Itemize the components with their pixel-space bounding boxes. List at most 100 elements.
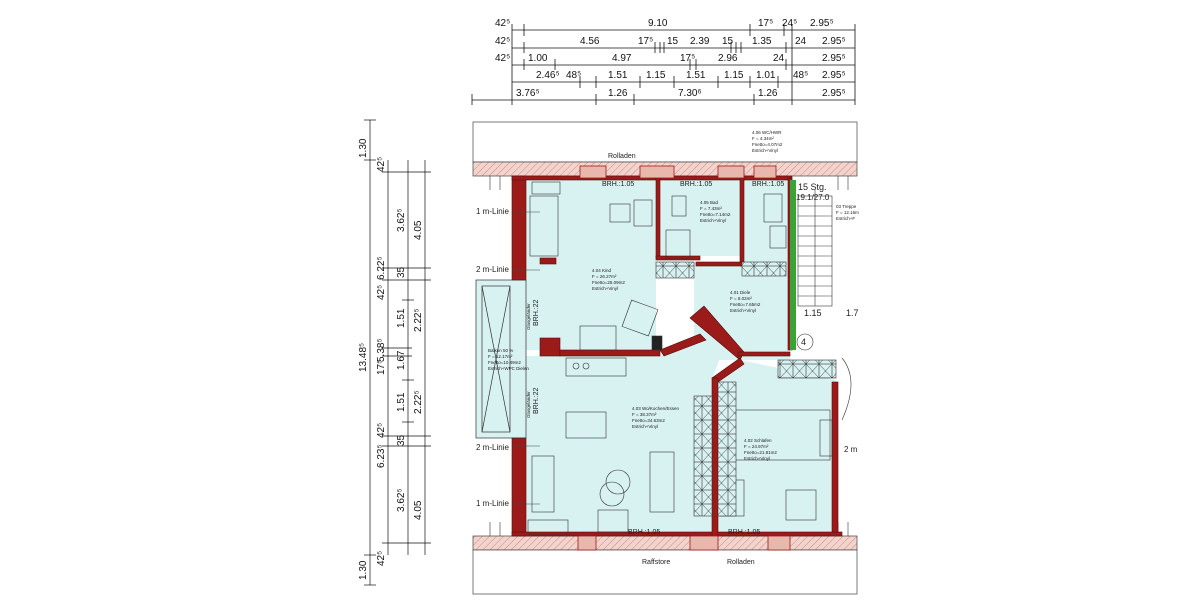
dim-label: 6.23⁵	[376, 444, 387, 468]
svg-text:Estrich+Vinyl: Estrich+Vinyl	[752, 148, 778, 153]
brh-label: BRH.:1.05	[680, 181, 712, 188]
room-label-bad: 4.05 Bad F = 7.43m² Fnetto=7.14m2 Estric…	[700, 200, 731, 223]
svg-text:Estrich+Vinyl: Estrich+Vinyl	[592, 286, 618, 291]
room-label-diele: 4.01 Diele F = 8.02m² Fnetto=7.65m2 Estr…	[730, 290, 761, 313]
svg-text:Balkon 50 %: Balkon 50 %	[488, 348, 513, 353]
svg-text:Fnetto=10.89m2: Fnetto=10.89m2	[488, 360, 521, 365]
dim-label: 2.22⁵	[413, 308, 424, 332]
annotations: Rolladen Raffstore Rolladen BRH.:1.05 BR…	[526, 153, 859, 566]
left-dimension-chains	[364, 119, 431, 586]
brh-balkon-label: BRH.:22	[533, 387, 540, 414]
dim-label: 2.95⁵	[822, 36, 846, 47]
dim-label: 1.30	[358, 138, 369, 158]
svg-text:4.03 Wo/Kochen/Essen: 4.03 Wo/Kochen/Essen	[632, 406, 679, 411]
left-dimension-labels: 1.30 13.48⁵ 1.30 42⁵ 6.22⁵ 42⁵ 17⁵ 5.38⁵…	[358, 138, 424, 580]
svg-text:4.01 Diele: 4.01 Diele	[730, 290, 751, 295]
balcony	[475, 279, 527, 439]
two-meter-line-label: 2 m-Linie	[476, 443, 509, 452]
dim-label: 42⁵	[495, 36, 510, 47]
dim-label: 1.35	[752, 36, 772, 47]
dim-label: 42⁵	[495, 18, 510, 29]
two-meter-line-label: 2 m	[844, 445, 858, 454]
room-label-wohnen: 4.03 Wo/Kochen/Essen F = 38.37m² Fnetto=…	[632, 406, 679, 429]
dim-label: 17⁵	[758, 18, 773, 29]
dim-label: 4.97	[612, 53, 632, 64]
stair-wall	[790, 180, 796, 350]
dim-label: 17⁵	[638, 36, 653, 47]
dim-label: 2.22⁵	[413, 390, 424, 414]
svg-text:Fnetto=7.65m2: Fnetto=7.65m2	[730, 302, 761, 307]
svg-text:Fnetto=34.63m2: Fnetto=34.63m2	[632, 418, 665, 423]
windows	[577, 165, 791, 551]
dim-label: 1.15	[646, 70, 666, 81]
svg-text:F = 26.27m²: F = 26.27m²	[592, 274, 617, 279]
dim-label: 6.22⁵	[376, 256, 387, 280]
svg-text:F = 12.17m²: F = 12.17m²	[488, 354, 513, 359]
svg-text:Fnetto=25.09m2: Fnetto=25.09m2	[592, 280, 625, 285]
axis-marker: 4	[801, 337, 806, 347]
dim-label: 35	[396, 266, 407, 278]
one-meter-line-label: 1 m-Linie	[476, 499, 509, 508]
room-label-kind: 4.04 Kind F = 26.27m² Fnetto=25.09m2 Est…	[592, 268, 625, 291]
dim-label: 1.30	[358, 560, 369, 580]
dim-label: 1.26	[758, 88, 778, 99]
dim-label: 1.01	[756, 70, 776, 81]
room-diele	[694, 262, 790, 360]
brh-label: BRH.:1.05	[752, 181, 784, 188]
room-label-balkon: Balkon 50 % F = 12.17m² Fnetto=10.89m2 E…	[488, 348, 529, 371]
room-schlafen	[716, 360, 836, 536]
raffstore-label: Raffstore	[642, 559, 670, 566]
glasgelaender-label: Glasgeländer	[526, 391, 531, 418]
dim-label: 1.51	[608, 70, 628, 81]
cabinets	[655, 261, 837, 517]
dim-label: 7.30⁶	[678, 88, 702, 99]
svg-text:F = 7.43m²: F = 7.43m²	[700, 206, 722, 211]
svg-text:Estrich+Vinyl: Estrich+Vinyl	[632, 424, 658, 429]
brh-label: BRH.:1.05	[628, 529, 660, 536]
brh-balkon-label: BRH.:22	[533, 299, 540, 326]
dim-label: 24⁵	[782, 18, 797, 29]
rolladen-top-label: Rolladen	[608, 153, 636, 160]
dim-label: 42⁵	[376, 551, 387, 566]
reference-lines: 1 m-Linie 2 m-Linie 2 m-Linie 1 m-Linie …	[476, 207, 858, 508]
dim-label: 15	[722, 36, 734, 47]
room-fills	[476, 178, 836, 536]
svg-text:4.05 Bad: 4.05 Bad	[700, 200, 719, 205]
dim-label: 2.95⁵	[810, 18, 834, 29]
dim-label: 1.15	[724, 70, 744, 81]
dim-label: 13.48⁵	[358, 343, 369, 372]
dim-label: 4.56	[580, 36, 600, 47]
dim-label: 2.95⁵	[822, 88, 846, 99]
one-meter-line-label: 1 m-Linie	[476, 207, 509, 216]
room-label-treppe: 03 Treppe F = 12.16m Estrich+F	[836, 204, 859, 221]
svg-text:F = 12.16m: F = 12.16m	[836, 210, 859, 215]
svg-text:Estrich+Vinyl: Estrich+Vinyl	[730, 308, 756, 313]
dim-label: 15	[667, 36, 679, 47]
dim-label: 17⁵	[376, 360, 387, 375]
dim-label: 1.67	[396, 350, 407, 370]
dim-label: 2.95⁵	[822, 70, 846, 81]
svg-text:4.04 Kind: 4.04 Kind	[592, 268, 612, 273]
dim-label: 2.95⁵	[822, 53, 846, 64]
svg-text:4.02 Schlafen: 4.02 Schlafen	[744, 438, 772, 443]
stair-count: 15 Stg.	[798, 182, 827, 192]
dim-label: 9.10	[648, 18, 668, 29]
dim-label: 3.62⁵	[396, 488, 407, 512]
dim-label: 1.51	[396, 392, 407, 412]
svg-text:F = 24.97m²: F = 24.97m²	[744, 444, 769, 449]
stair-dim-a: 1.15	[804, 308, 822, 318]
svg-text:F = 4.34m²: F = 4.34m²	[752, 136, 774, 141]
dim-label: 4.05	[413, 500, 424, 520]
room-bad	[660, 178, 740, 256]
svg-text:Estrich+Vinyl: Estrich+Vinyl	[744, 456, 770, 461]
glasgelaender-label: Glasgeländer	[526, 303, 531, 330]
svg-text:Estrich+F: Estrich+F	[836, 216, 855, 221]
svg-text:F = 8.02m²: F = 8.02m²	[730, 296, 752, 301]
brh-label: BRH.:1.05	[602, 181, 634, 188]
svg-text:Estrich+WPC Dielen: Estrich+WPC Dielen	[488, 366, 529, 371]
room-wohnen	[526, 340, 720, 536]
stair-ratio: 19.1/27.0	[796, 193, 830, 202]
dim-label: 42⁵	[376, 157, 387, 172]
svg-text:03 Treppe: 03 Treppe	[836, 204, 857, 209]
dim-label: 17⁵	[680, 53, 695, 64]
